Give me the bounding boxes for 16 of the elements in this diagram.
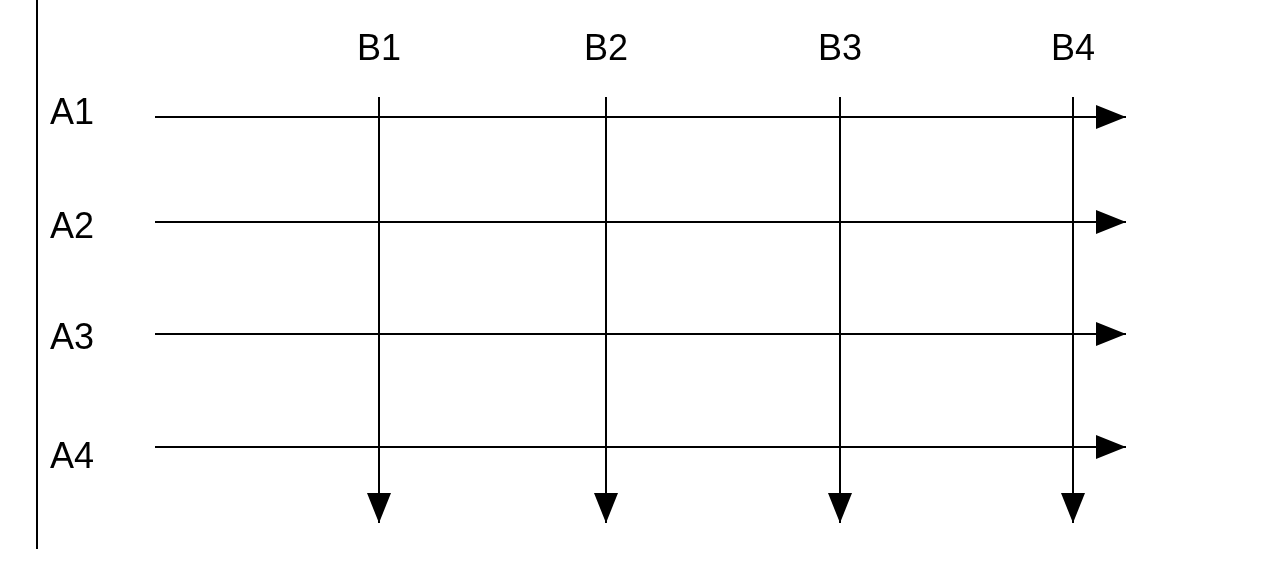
arrow — [154, 435, 1127, 459]
arrow — [828, 96, 852, 524]
column-label: B4 — [1050, 30, 1095, 66]
column-label: B2 — [583, 30, 628, 66]
arrow — [594, 96, 618, 524]
column-label: B1 — [356, 30, 401, 66]
row-label: A1 — [50, 94, 95, 130]
arrow — [367, 96, 391, 524]
row-label: A3 — [50, 319, 95, 355]
arrow — [154, 322, 1127, 346]
arrow — [154, 210, 1127, 234]
arrow — [1061, 96, 1085, 524]
column-label: B3 — [817, 30, 862, 66]
row-label: A2 — [50, 208, 95, 244]
arrow — [154, 105, 1127, 129]
row-label: A4 — [50, 438, 95, 474]
